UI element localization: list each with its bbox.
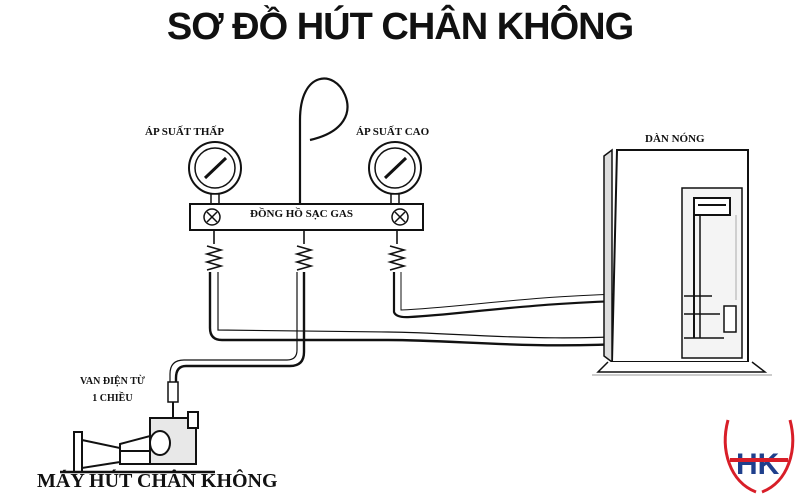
low-pressure-hose xyxy=(208,272,685,347)
low-pressure-gauge xyxy=(188,141,242,207)
high-valve-knob xyxy=(391,208,409,226)
low-pressure-label: ÁP SUẤT THẤP xyxy=(145,126,225,138)
pump-hose xyxy=(174,272,306,400)
vacuum-pump-label: MÁY HÚT CHÂN KHÔNG xyxy=(37,470,278,492)
low-valve-knob xyxy=(203,208,221,226)
hk-logo: HK xyxy=(723,419,795,494)
vacuum-pump xyxy=(60,411,215,474)
solenoid-valve-label: VAN ĐIỆN TỪ 1 CHIỀU xyxy=(80,373,145,407)
high-pressure-gauge xyxy=(368,141,422,207)
high-pressure-label: ÁP SUẤT CAO xyxy=(356,126,430,138)
low-hose-coupling xyxy=(204,230,224,271)
pump-hose-inner xyxy=(169,272,298,400)
condenser-label: DÀN NÓNG xyxy=(645,133,705,145)
solenoid-valve xyxy=(167,381,179,420)
high-pressure-hose xyxy=(392,272,685,319)
high-hose-coupling xyxy=(387,230,407,271)
manifold-label: ĐỒNG HỒ SẠC GAS xyxy=(250,208,353,220)
logo-text: HK xyxy=(736,448,780,481)
condenser-unit xyxy=(592,148,772,376)
solenoid-valve-label-line1: VAN ĐIỆN TỪ xyxy=(80,376,145,387)
solenoid-valve-label-line2: 1 CHIỀU xyxy=(92,393,133,404)
diagram-title: SƠ ĐỒ HÚT CHÂN KHÔNG xyxy=(166,6,634,48)
manifold-body xyxy=(189,203,424,231)
center-hose-coupling xyxy=(294,230,314,271)
center-hose-hook xyxy=(298,77,349,205)
